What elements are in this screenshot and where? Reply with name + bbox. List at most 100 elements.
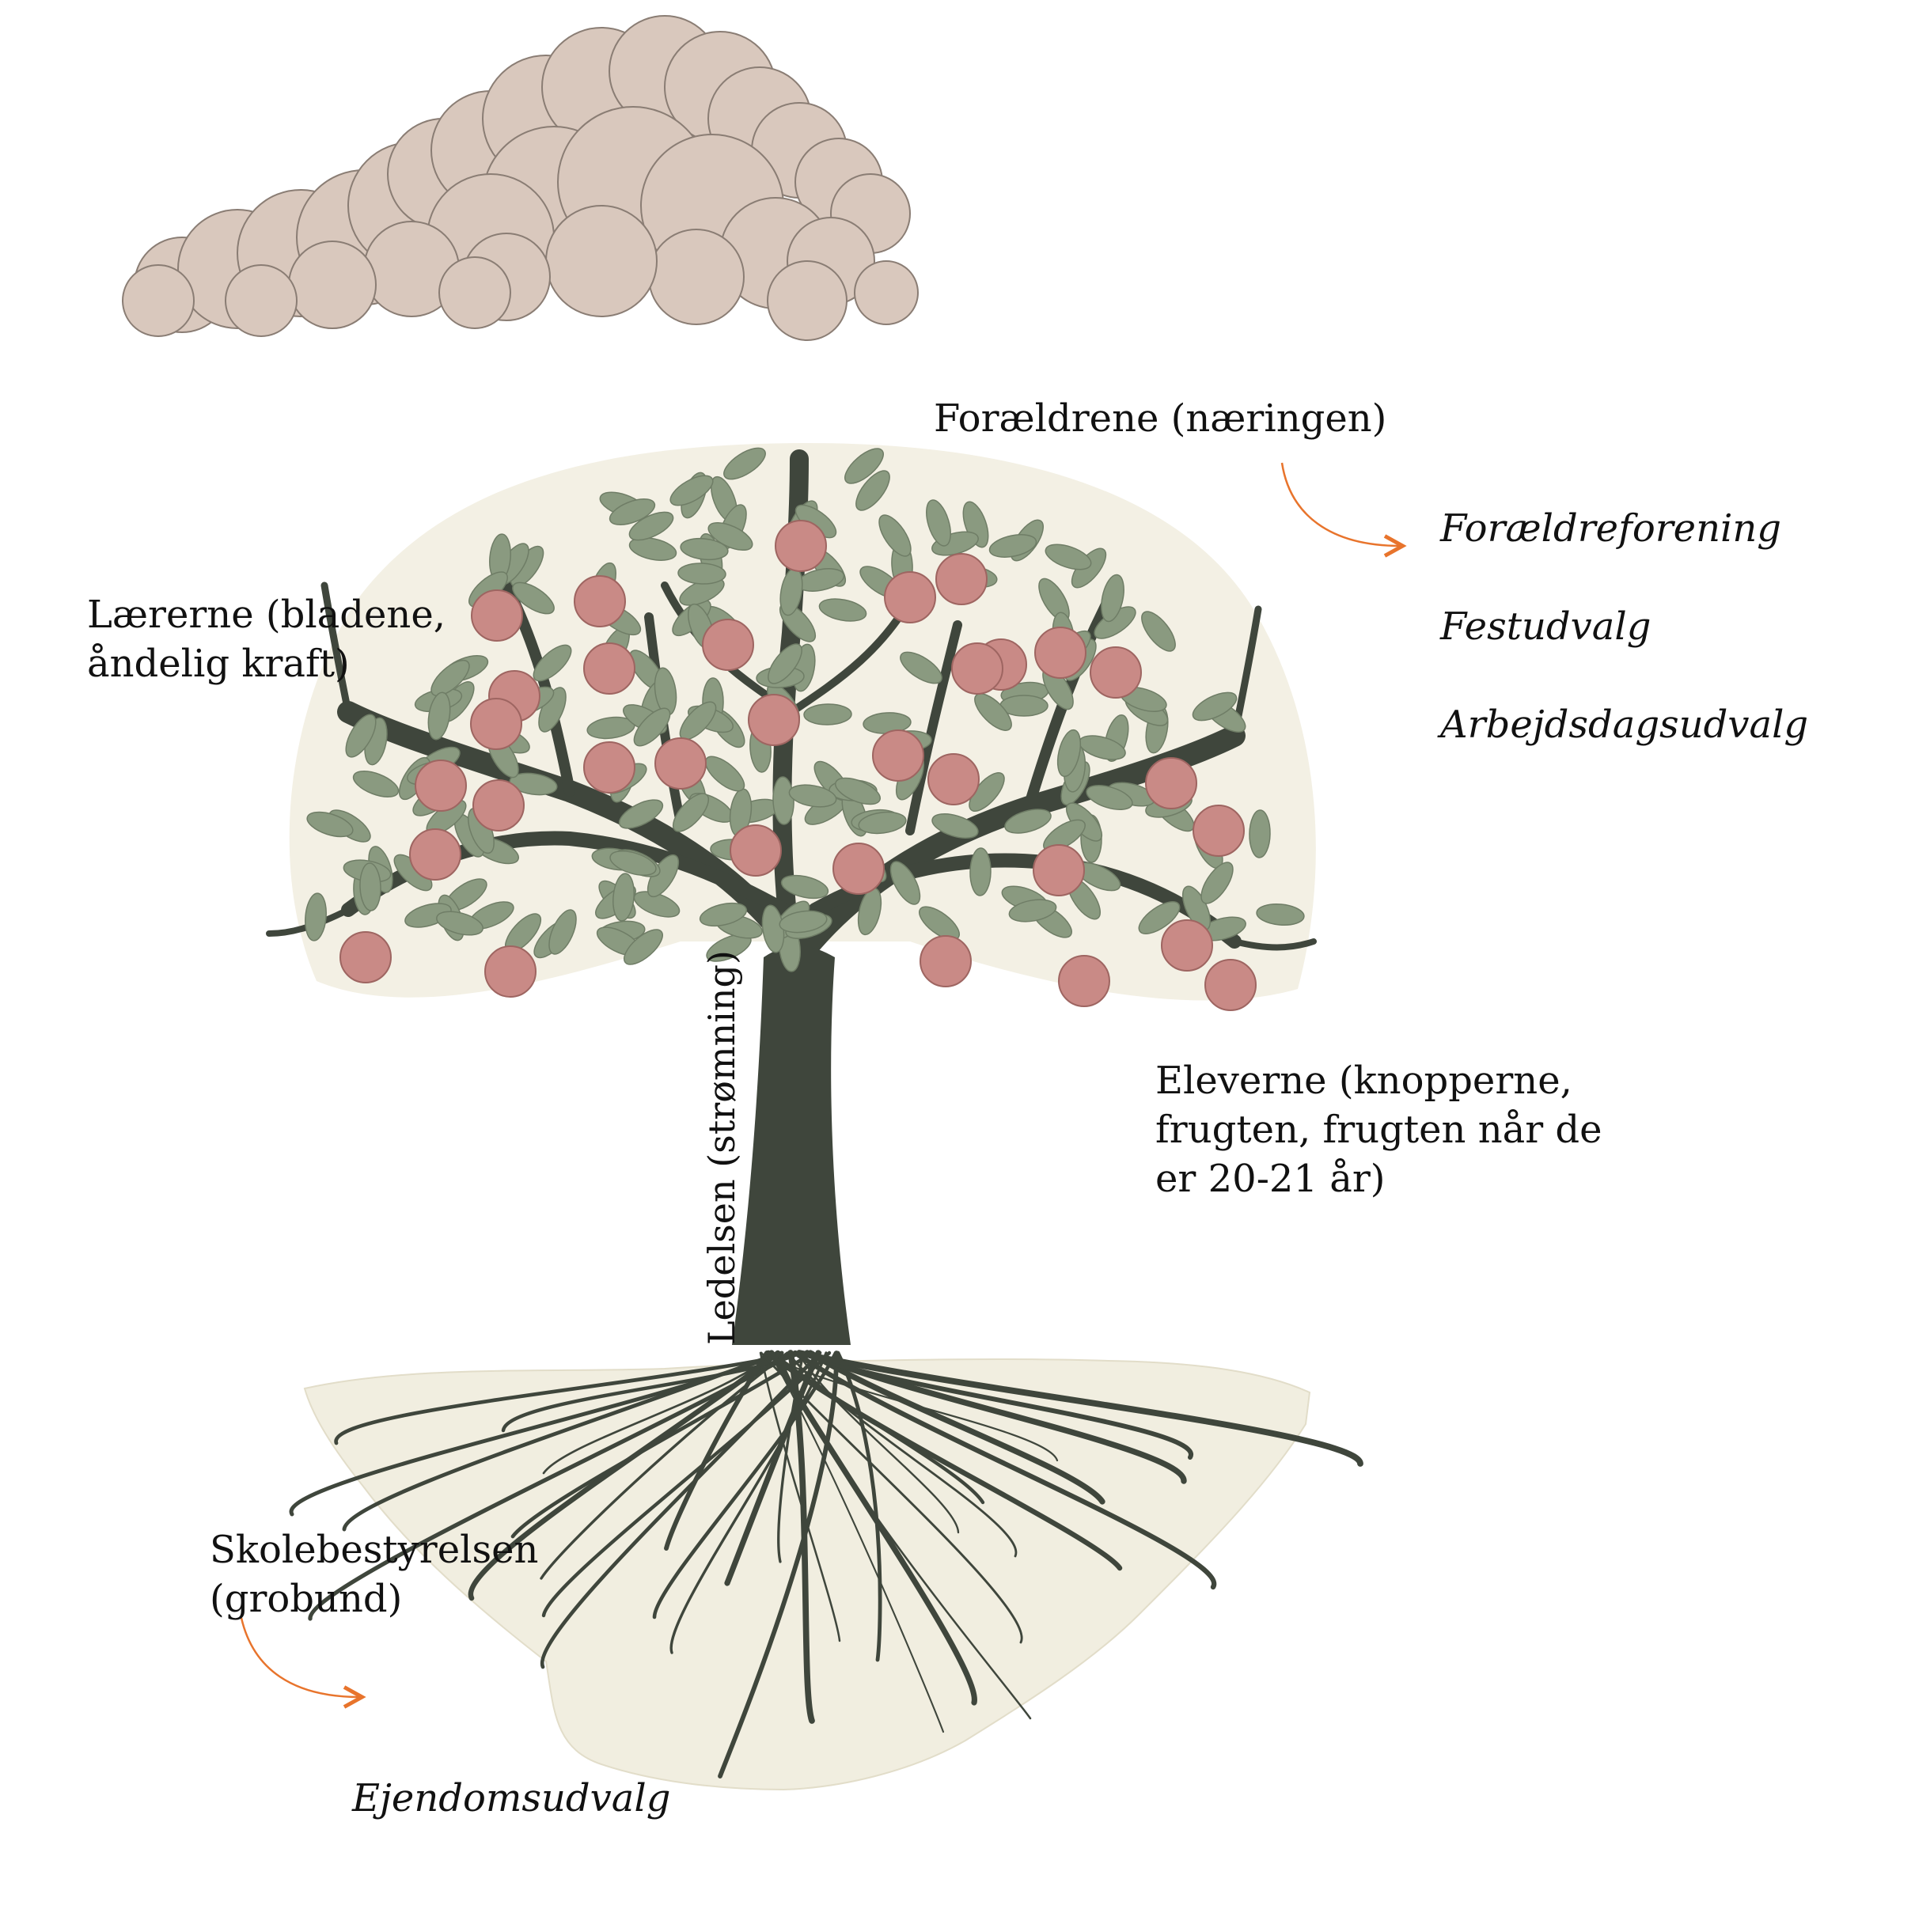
apple	[409, 828, 461, 881]
tree-root	[664, 1351, 769, 1551]
tree-leaf	[345, 714, 377, 758]
tree-leaf	[772, 776, 794, 825]
tree-branch	[320, 581, 352, 716]
cloud-puff	[288, 241, 377, 329]
tree-leaf	[835, 777, 881, 805]
tree-leaf	[723, 447, 766, 480]
tree-leaf	[855, 470, 890, 511]
tree-leaf	[1043, 819, 1086, 852]
apple	[1204, 959, 1257, 1011]
cloud-puff	[225, 264, 298, 337]
tree-leaf	[1141, 611, 1176, 652]
tree-leaf	[436, 911, 483, 936]
tree-root	[765, 1350, 1123, 1571]
apple	[927, 753, 980, 805]
tree-leaf	[1192, 691, 1238, 722]
management-label: Ledelsen (strømning)	[700, 950, 743, 1345]
committee-ejendomsudvalg: Ejendomsudvalg	[352, 1776, 671, 1820]
tree-trunk	[732, 945, 851, 1345]
apple	[775, 520, 827, 572]
tree-leaf	[633, 707, 671, 747]
tree-root	[796, 1350, 1363, 1467]
teachers-label: Lærerne (bladene, åndelig kraft)	[87, 593, 446, 686]
tree-leaf	[889, 861, 921, 905]
tree-leaf	[628, 511, 674, 541]
committee-forældreforening: Forældreforening	[1440, 506, 1781, 551]
apple	[583, 642, 635, 695]
cloud-puff	[545, 205, 658, 317]
tree-root	[334, 1351, 801, 1445]
tree-leaf	[818, 598, 867, 622]
parents-committees: Forældreforening Festudvalg Arbejdsdagsu…	[1440, 455, 1808, 798]
tree-leaf	[974, 693, 1012, 731]
apple	[1161, 919, 1213, 972]
tree-leaf	[803, 703, 852, 725]
apple	[935, 553, 988, 605]
tree-root	[542, 1351, 775, 1475]
apple	[472, 779, 525, 832]
tree-leaf	[919, 906, 960, 941]
tree-root	[799, 1351, 1193, 1460]
tree-leaf	[1101, 574, 1124, 623]
apple	[1058, 955, 1110, 1007]
tree-leaf	[704, 756, 745, 792]
tree-leaf	[509, 772, 558, 796]
tree-leaf	[931, 813, 979, 839]
apple	[339, 931, 392, 983]
tree-root	[541, 1351, 832, 1618]
tree-root	[540, 1351, 822, 1669]
committee-festudvalg: Festudvalg	[1440, 604, 1651, 649]
tree-root	[807, 1350, 1105, 1505]
apple	[884, 571, 936, 623]
apple	[1033, 844, 1085, 896]
arrow-icon	[240, 1617, 366, 1709]
apple	[470, 698, 522, 750]
parents-label: Forældrene (næringen)	[934, 396, 1387, 441]
tree-leaf	[878, 514, 912, 557]
tree-leaf	[844, 448, 884, 484]
apple	[1090, 646, 1142, 699]
tree-leaf	[969, 772, 1005, 812]
tree-leaf	[1138, 901, 1181, 934]
apple	[748, 694, 800, 746]
tree-root	[468, 1350, 781, 1601]
tree-root	[718, 1351, 839, 1779]
tree-leaf	[548, 909, 577, 955]
apple	[484, 945, 537, 998]
apple	[702, 619, 754, 671]
tree-leaf	[612, 873, 635, 922]
tree-leaf	[1256, 903, 1305, 926]
tree-root	[797, 1351, 960, 1534]
tree-leaf	[768, 643, 802, 684]
tree-leaf	[430, 659, 470, 697]
tree-root	[308, 1351, 797, 1621]
tree-leaf	[699, 902, 748, 927]
tree-root	[776, 1351, 1032, 1720]
tree-leaf	[609, 850, 657, 876]
tree-leaf	[624, 929, 663, 965]
cloud-puff	[648, 229, 745, 325]
tree-leaf	[858, 811, 907, 835]
tree-leaf	[512, 581, 555, 615]
apple	[654, 737, 707, 790]
board-committees: Ejendomsudvalg	[352, 1725, 670, 1872]
tree-leaf	[305, 892, 327, 941]
apple	[951, 642, 1003, 695]
tree-leaf	[352, 771, 400, 797]
apple	[415, 760, 467, 812]
tree-leaf	[609, 498, 656, 525]
tree-leaf	[618, 799, 664, 829]
cloud-puff	[122, 264, 195, 337]
tree-leaf	[926, 499, 951, 547]
tree-leaf	[628, 537, 677, 561]
tree-leaf	[1200, 862, 1234, 904]
tree-leaf	[1249, 809, 1271, 858]
apple	[574, 575, 626, 627]
tree-leaf	[900, 651, 942, 684]
tree-root	[652, 1351, 838, 1619]
tree-root	[836, 1351, 882, 1662]
tree-leaf	[1045, 544, 1092, 570]
tree-leaf	[788, 784, 837, 808]
